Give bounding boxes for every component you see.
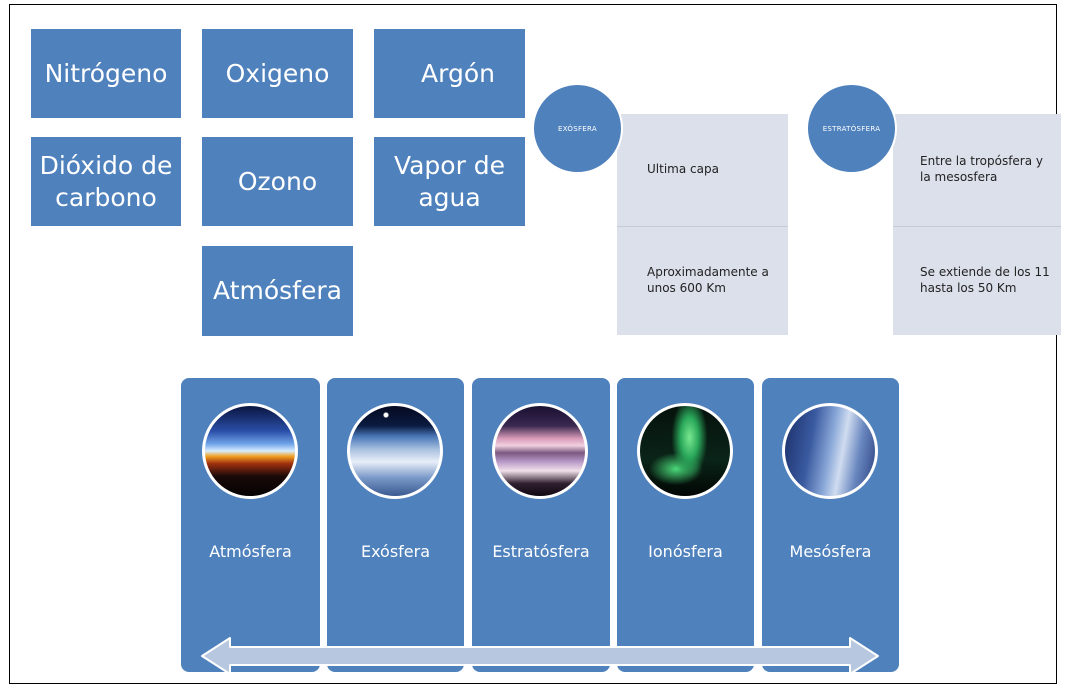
gas-box-atmosfera: Atmósfera <box>202 246 353 336</box>
exosfera-facts-panel: Ultima capa Aproximadamente a unos 600 K… <box>617 114 788 335</box>
exosfera-fact-2: Aproximadamente a unos 600 Km <box>647 265 769 295</box>
gas-box-nitrogeno: Nitrógeno <box>31 29 181 118</box>
layer-column-estratosfera: Estratósfera <box>472 378 610 672</box>
exosfera-circle: EXÓSFERA <box>532 83 623 174</box>
estratosfera-fact-2: Se extiende de los 11 hasta los 50 Km <box>920 265 1050 295</box>
aurora-photo <box>637 403 733 499</box>
earth-clouds-from-space-photo <box>347 403 443 499</box>
stratospheric-clouds-photo <box>492 403 588 499</box>
layer-column-ionosfera: Ionósfera <box>617 378 754 672</box>
gas-box-vapor-de-agua: Vapor de agua <box>374 137 525 226</box>
layer-column-exosfera: Exósfera <box>327 378 464 672</box>
estratosfera-circle: ESTRATÓSFERA <box>806 83 897 174</box>
atmosphere-horizon-photo <box>202 403 298 499</box>
noctilucent-clouds-photo <box>782 403 878 499</box>
exosfera-fact-1: Ultima capa <box>647 162 719 177</box>
exosfera-divider <box>617 226 788 227</box>
gas-box-oxigeno: Oxigeno <box>202 29 353 118</box>
estratosfera-fact-1: Entre la tropósfera y la mesosfera <box>920 154 1043 184</box>
double-arrow-icon <box>201 637 879 675</box>
gas-box-argon: Argón <box>374 29 525 118</box>
gas-box-ozono: Ozono <box>202 137 353 226</box>
layer-column-atmosfera: Atmósfera <box>181 378 320 672</box>
layer-label-mesosfera: Mesósfera <box>789 542 872 561</box>
estratosfera-divider <box>893 226 1061 227</box>
layer-column-mesosfera: Mesósfera <box>762 378 899 672</box>
gas-box-dioxido-de-carbono: Dióxido de carbono <box>31 137 181 226</box>
layer-label-exosfera: Exósfera <box>360 542 431 561</box>
estratosfera-facts-panel: Entre la tropósfera y la mesosfera Se ex… <box>893 114 1061 335</box>
layer-label-estratosfera: Estratósfera <box>492 542 590 561</box>
layer-label-atmosfera: Atmósfera <box>209 542 292 561</box>
layer-label-ionosfera: Ionósfera <box>648 542 723 561</box>
